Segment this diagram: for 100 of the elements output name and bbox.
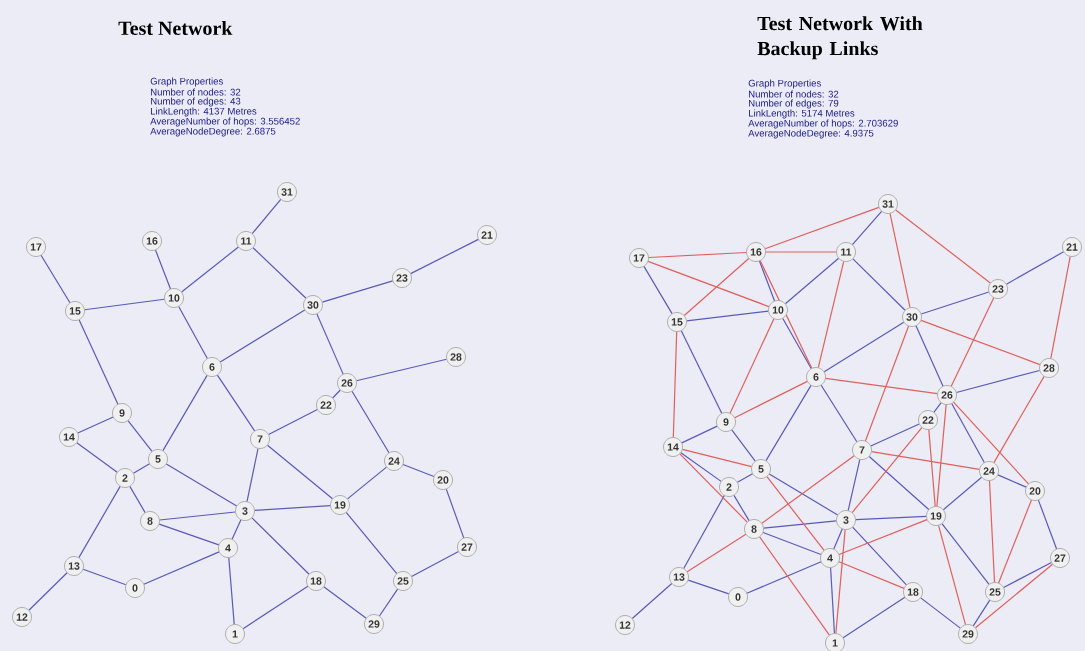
network-link	[219, 309, 306, 363]
network-node: 24	[384, 451, 404, 471]
network-link	[402, 463, 435, 478]
network-link	[158, 523, 220, 546]
network-link	[835, 529, 846, 634]
network-node: 19	[330, 495, 350, 515]
network-node: 21	[1062, 237, 1082, 257]
network-link	[733, 494, 750, 522]
property-text: Graph Properties	[748, 79, 821, 89]
network-link	[838, 519, 928, 556]
network-node: 30	[902, 307, 922, 327]
network-node: 8	[744, 519, 764, 539]
network-link	[895, 209, 991, 284]
property-text: Number of nodes: 32	[151, 88, 241, 96]
network-link	[178, 305, 208, 360]
network-link	[77, 416, 114, 434]
network-link	[40, 254, 71, 304]
network-link	[851, 210, 883, 246]
network-link	[679, 453, 748, 523]
network-link	[736, 473, 754, 483]
network-link	[820, 384, 858, 443]
network-link	[993, 375, 1045, 464]
network-node: 28	[446, 347, 466, 367]
network-link	[647, 260, 770, 308]
network-link	[784, 257, 840, 305]
network-node: 10	[768, 300, 788, 320]
network-link	[378, 588, 399, 617]
network-link	[952, 401, 1030, 485]
network-node: 15	[65, 301, 85, 321]
network-link	[132, 463, 151, 474]
property-text: LinkLength: 5174 Metres	[749, 109, 855, 119]
network-node: 13	[64, 556, 84, 576]
network-node: 7	[852, 440, 872, 460]
network-node: 7	[250, 429, 270, 449]
network-link	[346, 466, 388, 500]
network-node: 0	[125, 578, 145, 598]
network-link	[680, 330, 723, 414]
network-link	[817, 260, 845, 369]
network-node: 31	[878, 194, 898, 214]
network-link	[84, 298, 165, 311]
network-node: 23	[988, 279, 1008, 299]
network-link	[1050, 255, 1071, 360]
network-link	[936, 404, 947, 507]
network-link	[78, 319, 119, 405]
network-link	[154, 249, 172, 290]
network-link	[251, 517, 310, 575]
network-link	[78, 485, 121, 559]
property-text: AverageNumber of hops: 2.703629	[748, 119, 898, 129]
network-node: 9	[716, 412, 736, 432]
network-link	[972, 599, 991, 627]
network-node: 4	[218, 538, 238, 558]
network-link	[242, 585, 309, 630]
network-link	[937, 524, 967, 626]
network-link	[766, 476, 825, 551]
network-node: 1	[225, 624, 245, 644]
network-link	[746, 561, 822, 594]
network-link	[127, 420, 153, 452]
network-link	[321, 280, 394, 303]
network-link	[686, 310, 769, 322]
network-link	[323, 586, 367, 619]
network-link	[842, 596, 906, 639]
network-link	[231, 519, 242, 540]
network-node: 25	[985, 582, 1005, 602]
network-node: 6	[806, 367, 826, 387]
property-text: AverageNodeDegree: 2.6875	[150, 127, 276, 137]
property-text: Number of edges: 43	[151, 97, 241, 107]
network-link	[855, 515, 927, 521]
network-link	[729, 318, 775, 414]
network-link	[951, 402, 985, 464]
network-node: 15	[667, 312, 687, 332]
network-link	[761, 455, 855, 524]
network-link	[825, 377, 938, 395]
network-link	[683, 494, 725, 570]
network-node: 27	[457, 537, 477, 557]
network-link	[847, 458, 861, 512]
network-link	[252, 247, 307, 299]
network-node: 11	[836, 242, 856, 262]
network-node: 18	[903, 582, 923, 602]
network-node: 21	[477, 225, 497, 245]
network-node: 22	[918, 410, 938, 430]
network-link	[731, 429, 756, 462]
network-link	[928, 429, 936, 507]
network-link	[864, 325, 910, 442]
network-link	[830, 567, 836, 634]
network-link	[254, 505, 331, 511]
network-link	[648, 251, 747, 259]
network-link	[228, 557, 235, 625]
network-link	[683, 257, 750, 317]
network-link	[823, 321, 905, 373]
property-text: Graph Properties	[150, 77, 223, 87]
network-node: 27	[1050, 548, 1070, 568]
graph-title: Test Network With Backup Links	[757, 16, 923, 60]
network-link	[1005, 251, 1065, 285]
network-node: 14	[663, 437, 683, 457]
network-link	[759, 260, 813, 369]
network-link	[871, 451, 981, 471]
network-node: 11	[236, 231, 256, 251]
network-node: 14	[59, 427, 79, 447]
network-link	[681, 425, 718, 444]
network-link	[129, 485, 146, 514]
